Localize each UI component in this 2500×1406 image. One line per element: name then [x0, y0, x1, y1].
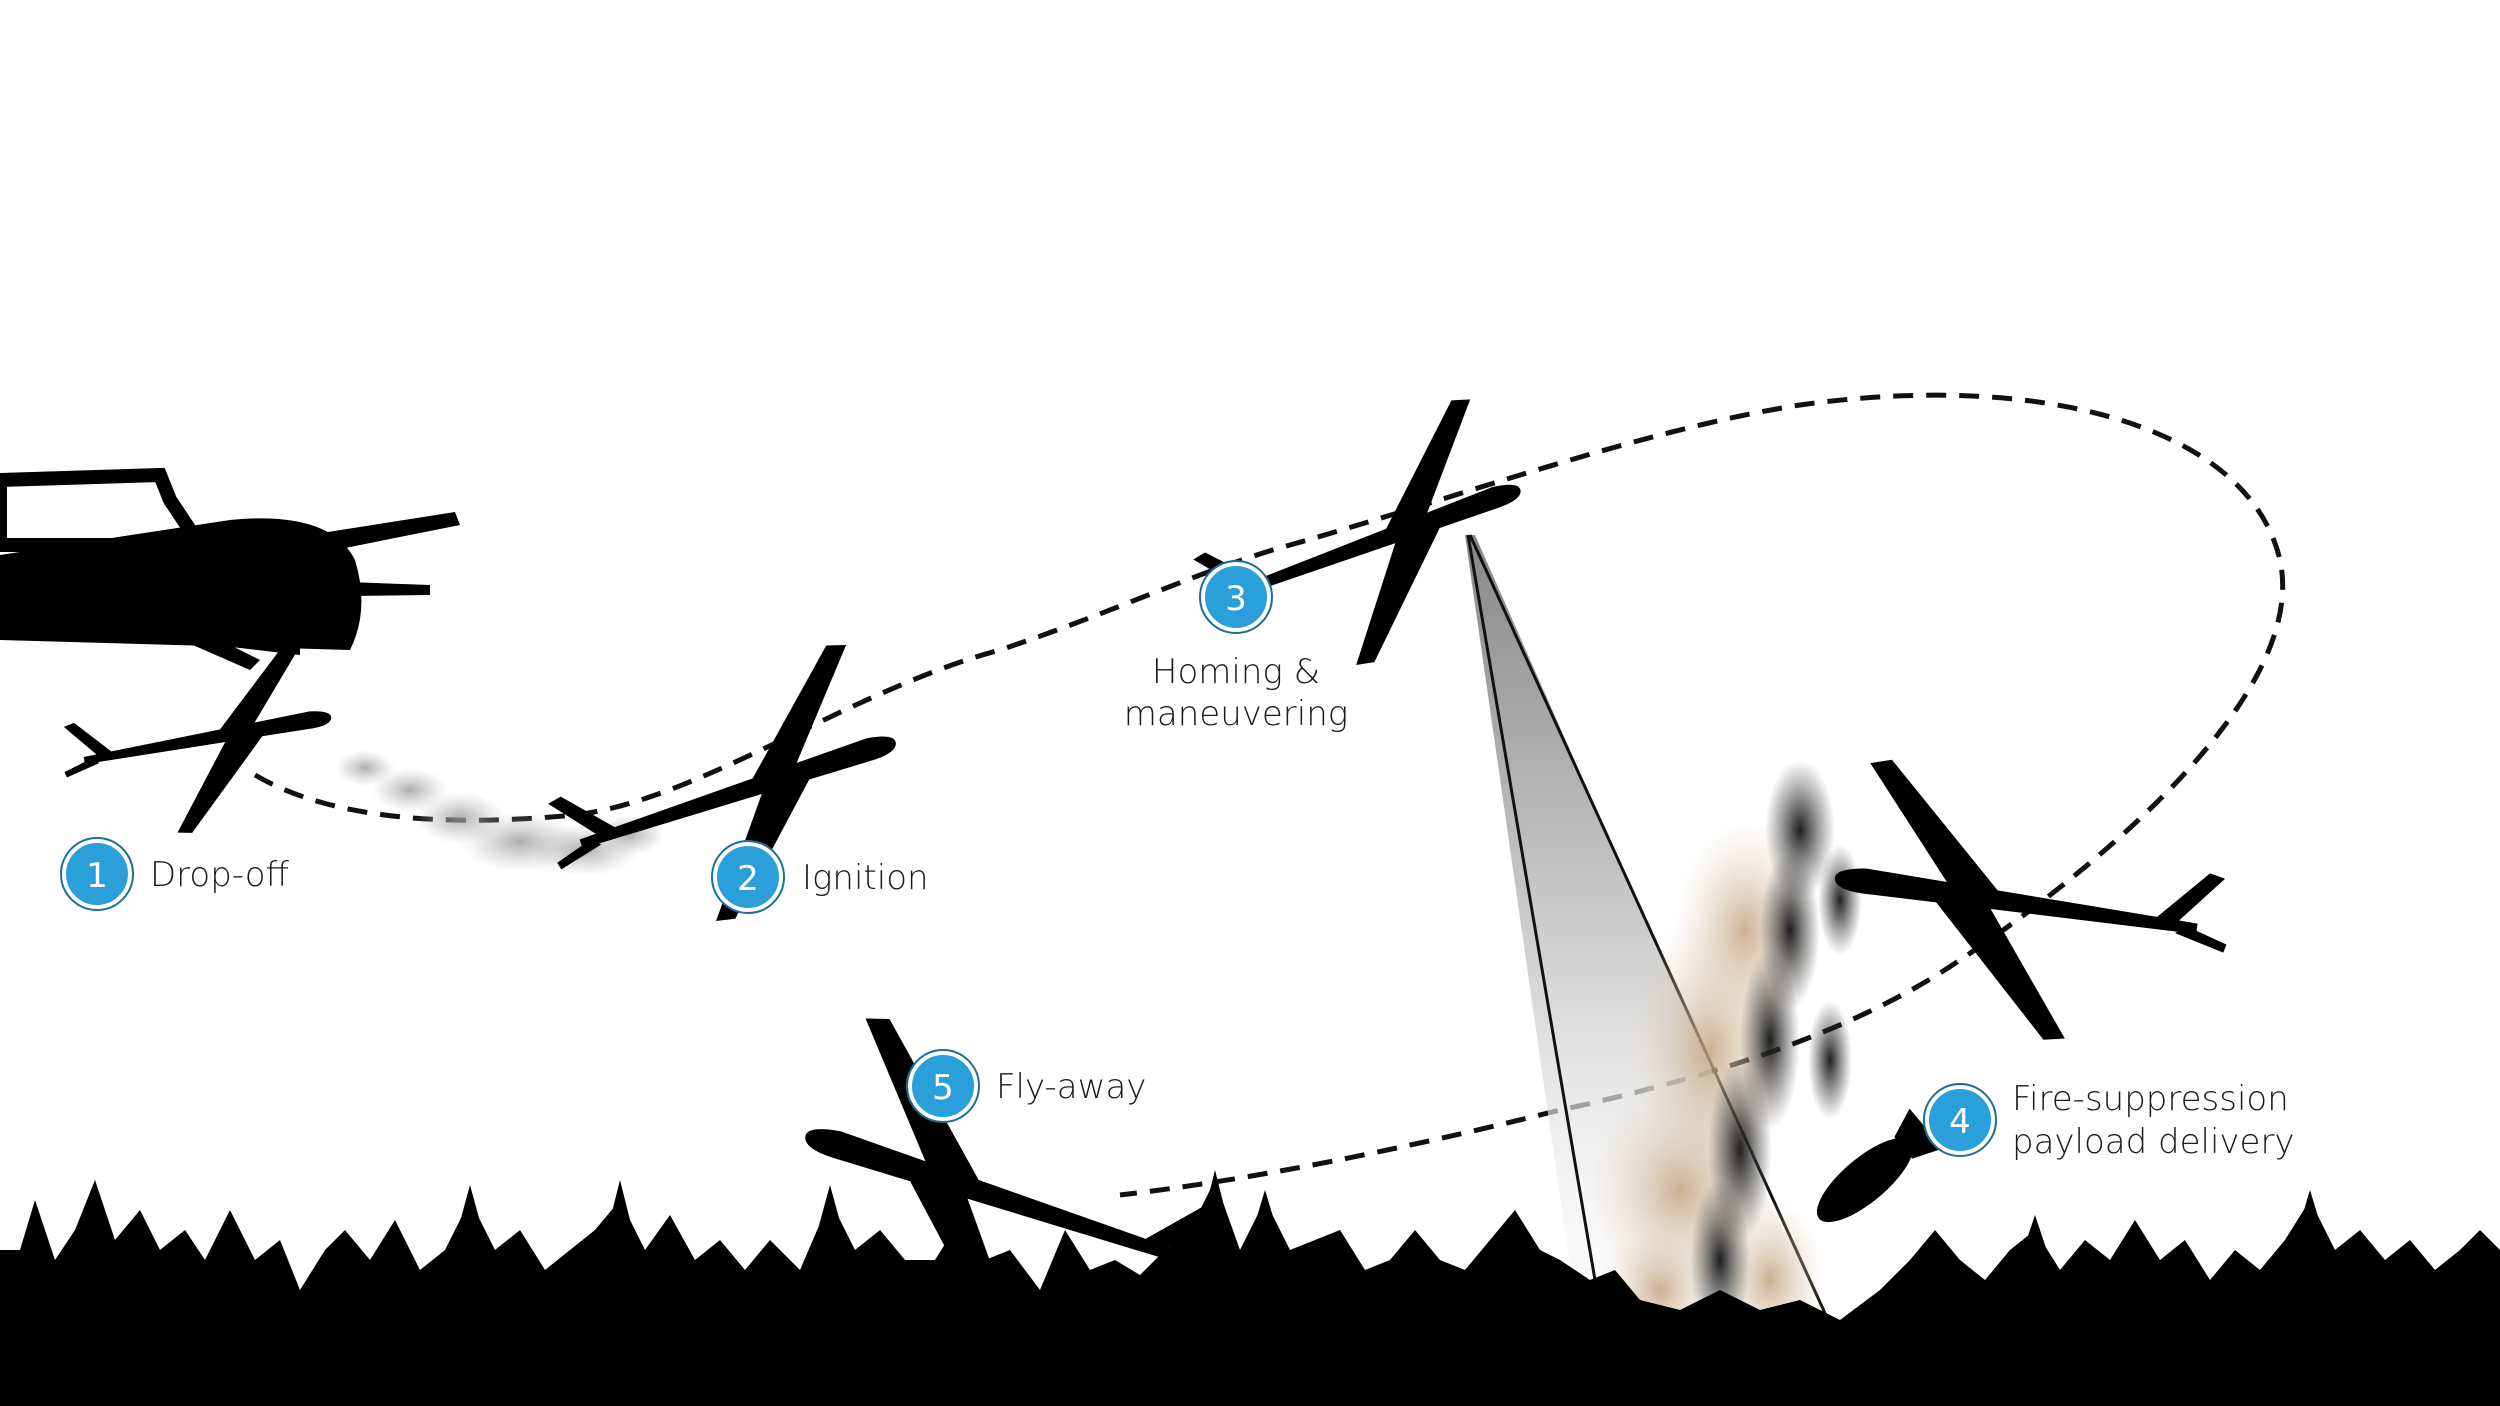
step-label: Drop-off: [150, 855, 289, 895]
step-label: maneuvering: [1124, 694, 1348, 734]
flight-path: [253, 392, 2285, 1198]
step-number: 2: [737, 859, 759, 899]
glider-drone-icon: [519, 634, 933, 966]
step-number: 4: [1949, 1102, 1971, 1142]
step-5: 5 Fly-away: [906, 1049, 1146, 1123]
step-badge: [908, 1051, 978, 1121]
step-3: 3 Homing & maneuvering: [1124, 560, 1348, 734]
step-2: 2 Ignition: [711, 840, 929, 914]
fire-smoke: [1590, 760, 1862, 1360]
step-number: 5: [932, 1068, 954, 1108]
glider-drone-icon: [1816, 754, 2246, 1064]
step-1: 1 Drop-off: [60, 837, 289, 911]
step-label: Fire-suppression: [2012, 1079, 2289, 1119]
step-badge: [62, 839, 132, 909]
step-badge: [1925, 1085, 1995, 1155]
step-badge: [713, 842, 783, 912]
forest-tree-spires: [80, 1170, 2325, 1260]
glider-drone-icon: [48, 632, 347, 853]
step-4: 4 Fire-suppression payload delivery: [1923, 1079, 2295, 1162]
payload-canister-icon: [1816, 1108, 1943, 1223]
step-badge: [1201, 562, 1271, 632]
step-number: 3: [1225, 579, 1247, 619]
step-label: Homing &: [1152, 652, 1320, 692]
step-label: Ignition: [802, 858, 929, 898]
step-label: Fly-away: [996, 1067, 1146, 1107]
step-number: 1: [86, 856, 108, 896]
forest-treeline: [0, 1180, 2500, 1406]
ignition-exhaust-trail: [335, 750, 665, 876]
mothership-drone-icon: [0, 467, 460, 670]
step-label: payload delivery: [2012, 1122, 2295, 1162]
